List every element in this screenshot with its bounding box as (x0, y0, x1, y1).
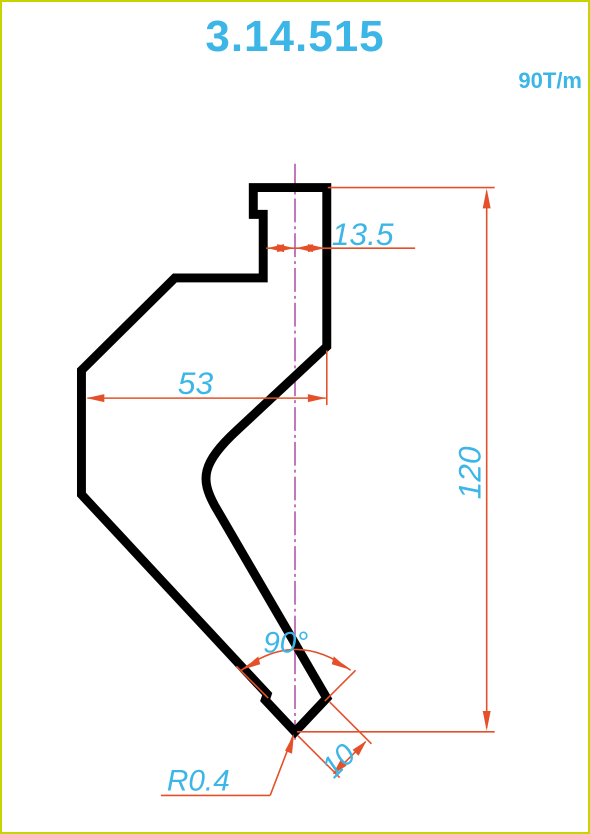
dim-body-width-label: 53 (178, 365, 214, 401)
dim-top-width-arrow-right (277, 244, 295, 253)
dim-angle-arrow-right (331, 656, 349, 670)
dim-height-label: 120 (452, 446, 488, 499)
capacity-label: 90T/m (518, 68, 582, 93)
dim-tip-radius-label: R0.4 (167, 764, 230, 797)
dim-tip-length-label: 10 (315, 737, 362, 784)
page-title: 3.14.515 (205, 12, 385, 61)
dim-angle-ext-right (324, 669, 357, 702)
dim-body-width-arrow-right (307, 394, 326, 403)
dim-tip-arrow-2 (352, 740, 367, 756)
dim-height-arrow-bottom (482, 710, 491, 731)
dim-angle-ext-left (235, 665, 269, 699)
dim-tip-ext-2 (329, 701, 373, 745)
dim-radius-arrow (285, 733, 295, 754)
punch-profile (76, 183, 333, 739)
dim-tip-ext-1 (297, 735, 341, 779)
dim-angle-arrow-left (243, 656, 261, 670)
dim-top-width-arrow-end (307, 244, 325, 253)
dim-height-arrow-top (482, 188, 491, 209)
dim-body-width-arrow-left (86, 394, 105, 403)
dim-angle-label: 90° (263, 626, 308, 659)
dim-top-width-label: 13.5 (332, 216, 394, 252)
dim-tip-arrow-1 (332, 759, 347, 775)
